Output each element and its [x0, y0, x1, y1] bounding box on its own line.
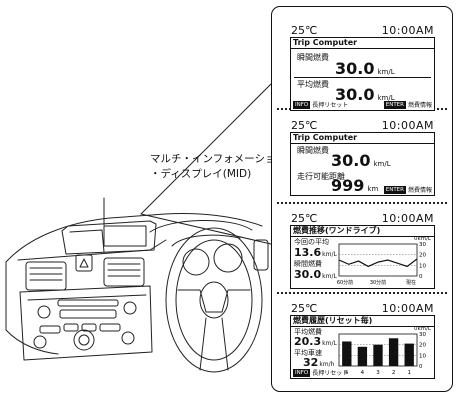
label-average-speed: 平均車速	[294, 349, 322, 357]
screen-title: Trip Computer	[291, 38, 434, 49]
temperature: 25℃	[291, 24, 318, 37]
chart-unit: 0km/L	[414, 326, 431, 332]
unit: km/L	[322, 251, 337, 258]
clock: 10:00AM	[381, 302, 434, 315]
fuel-history-chart: 30 20 10 0 5 4 3 2 1	[338, 332, 426, 376]
clock: 10:00AM	[381, 119, 434, 132]
enter-tag: ENTER	[383, 100, 406, 109]
x-tick-label: 現在	[406, 279, 416, 286]
x-tick-label: 4	[361, 370, 365, 376]
caption-line-1: マルチ・インフォメーション	[150, 153, 286, 165]
reset-hint: 長押リセット	[312, 370, 349, 377]
x-tick-label: 30分前	[370, 279, 386, 286]
y-tick-label: 0	[419, 364, 423, 370]
history-bar	[342, 341, 352, 366]
x-tick-label: 5	[345, 370, 349, 376]
enter-tag: ENTER	[383, 185, 406, 194]
info-tag: INFO	[293, 368, 311, 377]
separator	[277, 202, 447, 204]
trend-line	[338, 258, 418, 268]
screen-title: 燃費履歴(リセット毎)	[291, 316, 434, 327]
unit: km/L	[322, 273, 337, 280]
x-tick-label: 2	[392, 370, 396, 376]
y-tick-label: 0	[419, 274, 423, 280]
y-tick-label: 20	[419, 343, 426, 349]
screen-title: Trip Computer	[291, 133, 434, 144]
y-tick-label: 30	[419, 332, 426, 338]
x-tick-label: 3	[376, 370, 380, 376]
fuel-info-hint: 燃費情報	[407, 187, 432, 194]
history-bar	[404, 343, 414, 366]
unit: km	[367, 185, 379, 193]
mid-caption: マルチ・インフォメーション ・ディスプレイ(MID)	[150, 152, 286, 182]
reset-hint: 長押リセット	[312, 102, 349, 109]
label-instant-fuel: 瞬間燃費	[294, 260, 322, 268]
value-range: 999	[331, 176, 365, 195]
temperature: 25℃	[291, 212, 318, 225]
value-instant-fuel: 30.0	[294, 268, 322, 281]
x-tick-label: 60分前	[337, 279, 353, 286]
temperature: 25℃	[291, 302, 318, 315]
separator	[277, 292, 447, 294]
unit: km/L	[377, 94, 395, 102]
screen-title: 燃費推移(ワンドライブ)	[291, 226, 434, 237]
value-average-fuel: 20.3	[294, 335, 322, 348]
label-average-fuel: 平均燃費	[297, 80, 329, 89]
unit: km/L	[322, 340, 337, 347]
caption-line-2: ・ディスプレイ(MID)	[150, 168, 252, 180]
y-tick-label: 20	[419, 253, 426, 259]
temperature: 25℃	[291, 119, 318, 132]
fuel-info-hint: 燃費情報	[407, 102, 432, 109]
label-average-fuel: 平均燃費	[294, 328, 322, 336]
y-tick-label: 10	[419, 353, 426, 359]
label-instant-fuel: 瞬間燃費	[297, 146, 329, 155]
unit: km/L	[373, 160, 391, 168]
history-bar	[373, 344, 383, 366]
label-instant-fuel: 瞬間燃費	[297, 53, 329, 62]
unit: km/L	[377, 68, 395, 76]
value-trip-average: 13.6	[294, 246, 322, 259]
clock: 10:00AM	[381, 24, 434, 37]
history-bar	[357, 346, 368, 366]
history-bar	[388, 338, 399, 366]
y-tick-label: 10	[419, 263, 426, 269]
value-instant-fuel: 30.0	[331, 151, 371, 170]
divider	[294, 77, 431, 78]
unit: km/h	[319, 361, 335, 368]
clock: 10:00AM	[381, 212, 434, 225]
fuel-trend-chart: 30 20 10 0 60分前 30分前 現在	[337, 242, 426, 286]
value-average-speed: 32	[303, 356, 319, 369]
label-range: 走行可能距離	[297, 172, 345, 181]
x-tick-label: 1	[407, 370, 411, 376]
chart-unit: 0km/L	[414, 236, 431, 242]
value-instant-fuel: 30.0	[335, 59, 375, 78]
value-average-fuel: 30.0	[335, 85, 375, 104]
label-trip-average: 今回の平均	[294, 238, 329, 246]
info-tag: INFO	[293, 100, 311, 109]
plot-frame	[338, 243, 418, 277]
y-tick-label: 30	[419, 242, 426, 248]
